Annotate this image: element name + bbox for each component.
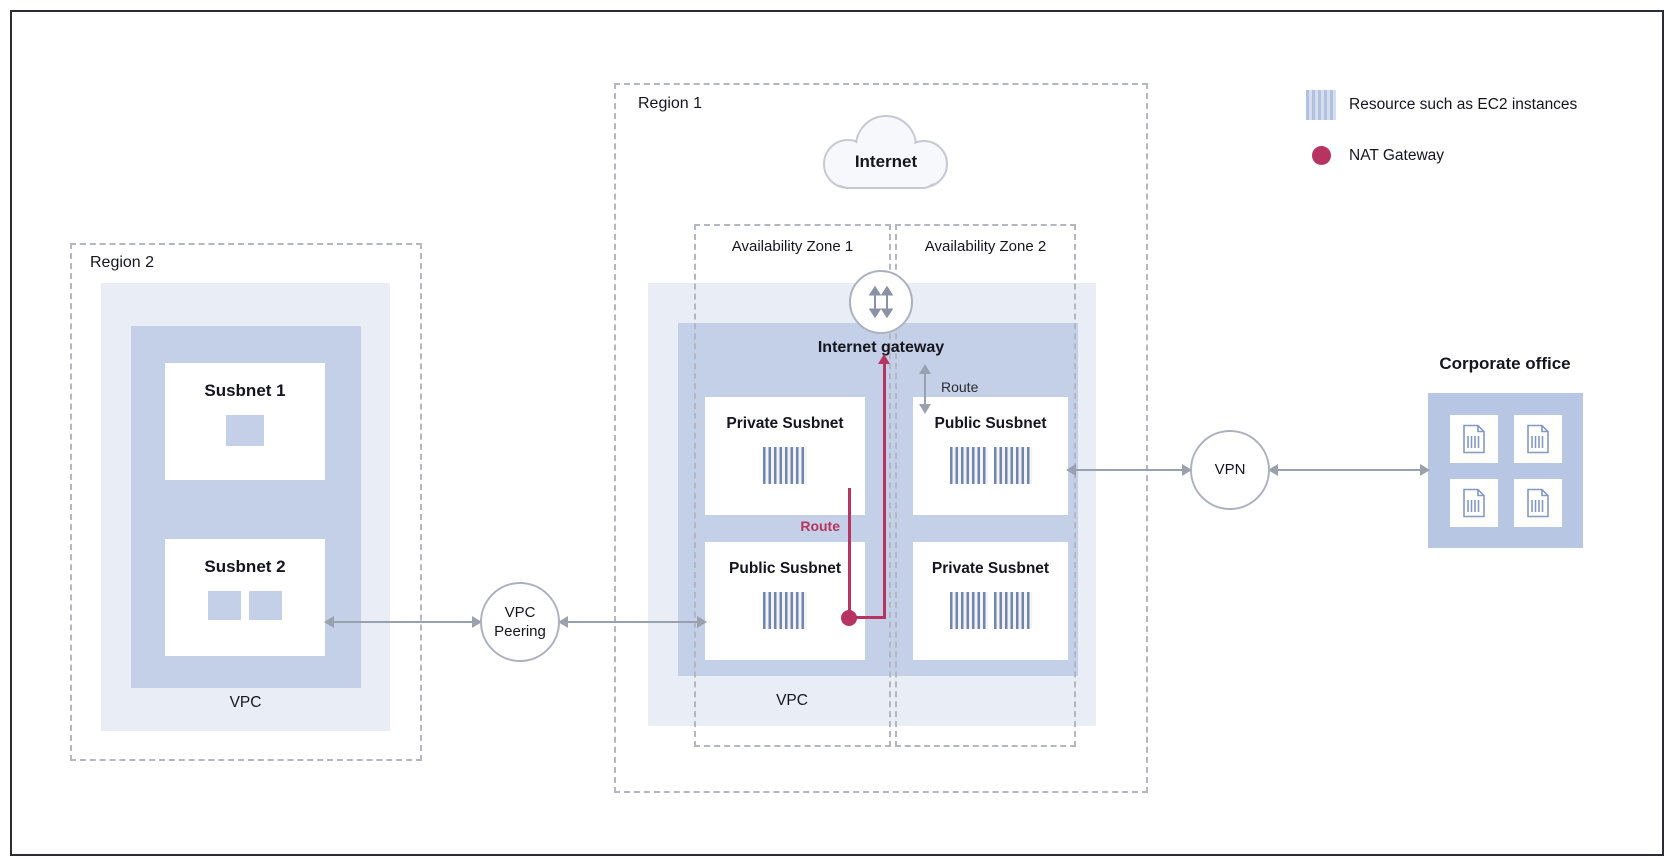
corporate-office-box: [1428, 393, 1583, 548]
region2-subnet1: Susbnet 1: [165, 363, 325, 480]
ec2-resource-icon: [993, 447, 1032, 484]
legend-nat-label: NAT Gateway: [1349, 146, 1445, 164]
az2-private-subnet: Private Susbnet: [913, 542, 1068, 660]
ec2-resource-icon: [993, 592, 1032, 629]
office-document-icon: [1462, 488, 1485, 517]
region2-boundary: [70, 243, 422, 761]
nat-gateway-icon: [1311, 146, 1331, 165]
cloud-icon: [823, 115, 948, 189]
region1-title: Region 1: [638, 95, 703, 112]
resource-icon: [208, 591, 241, 620]
region2-vpc-label: VPC: [229, 694, 262, 711]
arrow-peering-region1: [558, 616, 707, 628]
region2-subnet2: Susbnet 2: [165, 539, 325, 656]
office-tile: [1449, 478, 1498, 527]
subnet-title: Public Susbnet: [729, 560, 841, 577]
availability-zone-1-boundary: [694, 224, 891, 747]
ec2-resource-icon: [949, 592, 988, 629]
legend-resource-label: Resource such as EC2 instances: [1349, 96, 1578, 113]
region1-vpc-label: VPC: [776, 692, 808, 709]
arrow-subnet-vpn: [1066, 464, 1192, 476]
vpn-node: VPN: [1190, 430, 1270, 510]
route-label-igw: Route: [941, 379, 979, 395]
ec2-resource-icon: [1306, 90, 1336, 120]
internet-gateway-icon: [868, 286, 894, 318]
legend-nat-iconcell: [1306, 146, 1336, 165]
availability-zone-2-boundary: [895, 224, 1076, 747]
subnet-title: Private Susbnet: [931, 560, 1050, 577]
office-tile: [1513, 478, 1562, 527]
resource-icon: [226, 415, 264, 446]
region2-title: Region 2: [90, 254, 155, 271]
internet-cloud: Internet: [796, 106, 976, 206]
az1-private-subnet: Private Susbnet: [705, 397, 865, 515]
vpc-peering-node: VPC Peering: [480, 582, 560, 662]
subnet-icons: [949, 592, 1032, 629]
subnet-title: Susbnet 1: [204, 381, 286, 400]
internet-gateway-node: [849, 270, 913, 334]
legend-nat-row: NAT Gateway: [1306, 146, 1444, 165]
office-document-icon: [1462, 424, 1485, 453]
subnet-title: Susbnet 2: [204, 557, 286, 576]
subnet-icons: [763, 592, 807, 629]
subnet-title: Public Susbnet: [934, 415, 1047, 432]
diagram-frame: [10, 10, 1664, 856]
corporate-office-title: Corporate office: [1439, 354, 1571, 373]
subnet-icons: [208, 591, 282, 620]
subnet-title: Private Susbnet: [726, 415, 844, 432]
region1-boundary: [614, 83, 1148, 793]
legend-resource-iconcell: [1306, 90, 1336, 120]
arrow-subnet2-peering: [324, 616, 482, 628]
subnet-icons: [226, 415, 264, 446]
internet-label: Internet: [854, 152, 918, 171]
vpn-label: VPN: [1214, 461, 1246, 479]
legend-resource-row: Resource such as EC2 instances: [1306, 90, 1577, 120]
office-document-icon: [1526, 424, 1549, 453]
availability-zone-2-title: Availability Zone 2: [924, 238, 1047, 255]
availability-zone-1-title: Availability Zone 1: [731, 238, 854, 255]
route-label-nat: Route: [800, 518, 840, 534]
office-tile: [1513, 414, 1562, 463]
office-document-icon: [1526, 488, 1549, 517]
arrow-vpn-corporate: [1268, 464, 1430, 476]
nat-route-line-down: [848, 488, 851, 614]
nat-route-line-across: [849, 616, 886, 619]
nat-route-arrowhead: [878, 354, 890, 364]
az2-public-subnet: Public Susbnet: [913, 397, 1068, 515]
subnet-icons: [949, 447, 1032, 484]
internet-gateway-label: Internet gateway: [817, 339, 945, 356]
az1-public-subnet: Public Susbnet: [705, 542, 865, 660]
subnet-icons: [763, 447, 807, 484]
ec2-resource-icon: [763, 447, 807, 484]
resource-icon: [249, 591, 282, 620]
vpc-peering-label: VPC Peering: [494, 603, 546, 641]
nat-route-line-up: [883, 364, 886, 618]
nat-gateway-icon: [841, 610, 857, 626]
ec2-resource-icon: [763, 592, 807, 629]
ec2-resource-icon: [949, 447, 988, 484]
route-arrow-igw: [919, 364, 931, 414]
office-tile: [1449, 414, 1498, 463]
